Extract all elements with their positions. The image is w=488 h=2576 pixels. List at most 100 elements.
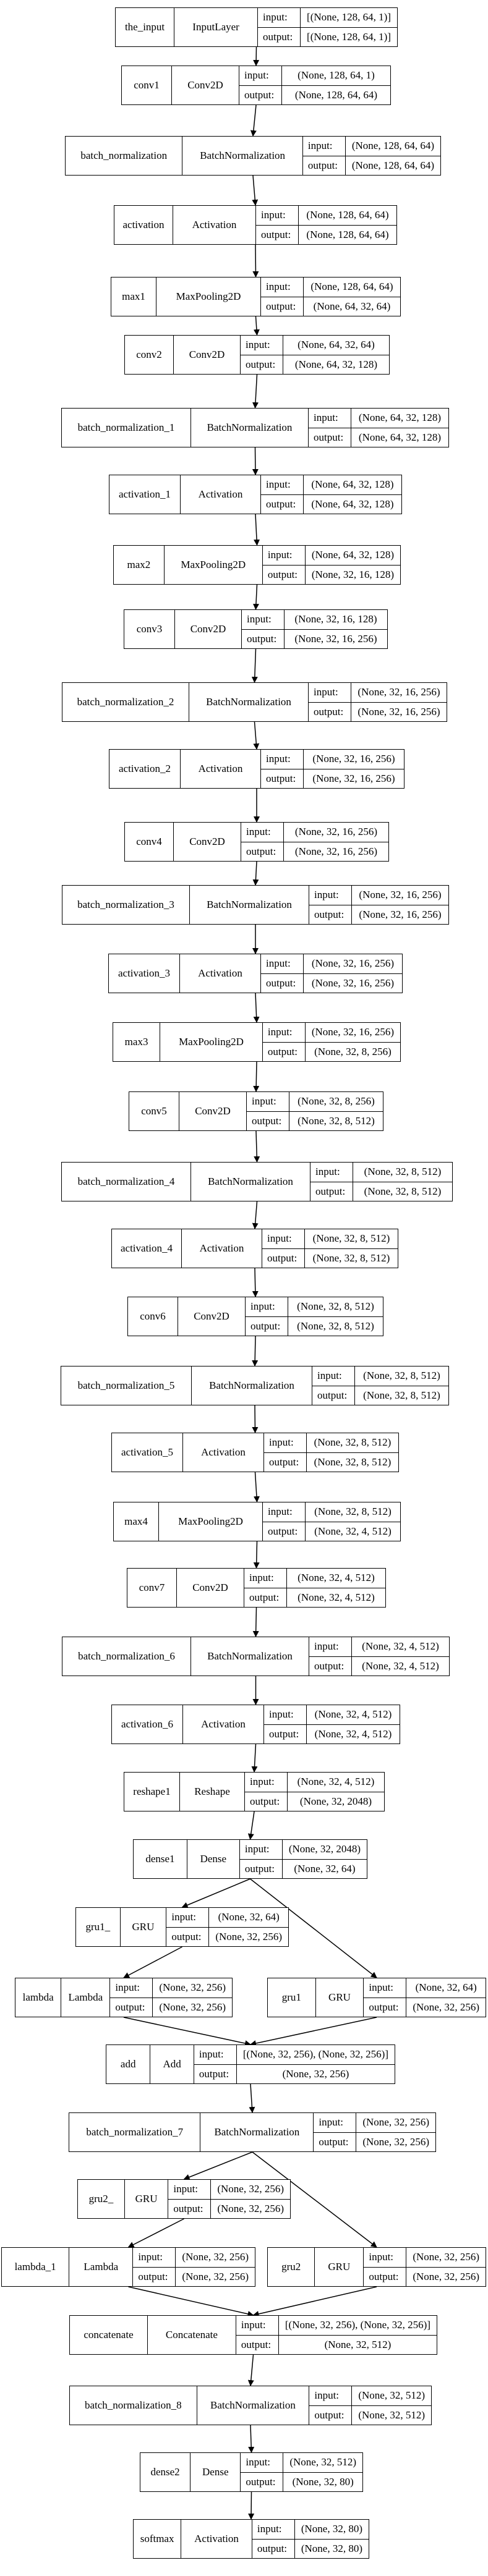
output-label: output: xyxy=(171,1930,202,1943)
output-row: output:(None, 32, 4, 512) xyxy=(264,1724,400,1743)
layer-type: Activation xyxy=(173,206,255,244)
io-table: input:[(None, 32, 256), (None, 32, 256)]… xyxy=(235,2316,437,2354)
input-row: input:(None, 32, 4, 512) xyxy=(244,1569,385,1588)
input-label: input: xyxy=(267,549,293,561)
input-row: input:(None, 128, 64, 64) xyxy=(256,206,396,225)
layer-name: conv7 xyxy=(139,1582,165,1593)
output-row: output:(None, 64, 32, 128) xyxy=(241,354,389,374)
input-row: input:(None, 32, 8, 512) xyxy=(246,1297,383,1316)
edge-arrow xyxy=(252,2286,377,2317)
layer-type: BatchNormalization xyxy=(189,683,308,721)
input-shape: (None, 64, 32, 128) xyxy=(351,409,448,428)
input-row: input:[(None, 128, 64, 1)] xyxy=(258,8,397,27)
layer-name: activation_1 xyxy=(118,488,171,500)
output-shape: (None, 32, 256) xyxy=(356,2132,435,2151)
io-table: input:(None, 32, 8, 512)output:(None, 32… xyxy=(310,1163,452,1201)
layer-type: Conv2D xyxy=(178,1297,245,1336)
input-label: input: xyxy=(250,1776,275,1788)
input-row: input:(None, 128, 64, 64) xyxy=(303,137,440,156)
io-table: input:(None, 32, 8, 512)output:(None, 32… xyxy=(262,1229,398,1268)
input-shape: (None, 32, 256) xyxy=(210,2180,290,2199)
output-row: output:(None, 32, 80) xyxy=(252,2538,369,2558)
output-label: output: xyxy=(319,2135,349,2148)
input-shape: (None, 32, 512) xyxy=(283,2453,362,2472)
input-label: input: xyxy=(314,412,338,424)
layer-name: activation_5 xyxy=(121,1446,174,1458)
output-row: output:(None, 32, 4, 512) xyxy=(244,1587,385,1607)
layer-type: Dense xyxy=(186,1840,239,1878)
input-label: input: xyxy=(307,140,333,152)
io-table: input:(None, 32, 16, 256)output:(None, 3… xyxy=(260,954,402,993)
edge-arrow xyxy=(252,1201,259,1229)
layer-type: BatchNormalization xyxy=(189,886,309,924)
layer-name: gru1 xyxy=(281,1991,301,2003)
output-shape: (None, 32, 4, 512) xyxy=(305,1522,400,1541)
input-label: input: xyxy=(246,826,271,838)
input-shape: (None, 32, 256) xyxy=(175,2248,255,2267)
output-label: output: xyxy=(257,2542,288,2554)
layer-name: max2 xyxy=(127,559,151,570)
io-table: input:(None, 32, 16, 256)output:(None, 3… xyxy=(308,683,447,721)
output-row: output:(None, 32, 8, 512) xyxy=(310,1181,452,1201)
input-label: input: xyxy=(263,11,288,23)
io-table: input:(None, 64, 32, 128)output:(None, 3… xyxy=(262,546,400,584)
edge-arrow xyxy=(253,1061,260,1092)
layer-name: the_input xyxy=(124,21,165,33)
edge-arrow xyxy=(252,244,259,278)
layer-type: Conv2D xyxy=(173,336,240,374)
input-shape: (None, 32, 8, 512) xyxy=(304,1229,398,1248)
output-shape: (None, 32, 256) xyxy=(236,2064,395,2083)
edge-arrow xyxy=(252,374,259,409)
io-table: input:(None, 32, 16, 256)output:(None, 3… xyxy=(260,750,404,788)
output-row: output:(None, 32, 8, 512) xyxy=(247,1111,383,1130)
input-row: input:(None, 32, 256) xyxy=(168,2180,290,2199)
input-shape: (None, 64, 32, 128) xyxy=(304,546,400,565)
layer-name: max1 xyxy=(122,290,145,302)
edge-arrow xyxy=(250,2017,377,2046)
io-table: input:(None, 32, 256)output:(None, 32, 2… xyxy=(313,2113,435,2151)
output-shape: (None, 32, 64) xyxy=(281,1859,367,1878)
io-table: input:(None, 32, 64)output:(None, 32, 25… xyxy=(363,1978,486,2017)
layer-name: lambda xyxy=(22,1991,54,2003)
input-row: input:(None, 32, 256) xyxy=(133,2248,255,2267)
output-label: output: xyxy=(252,1114,282,1127)
edge-arrow xyxy=(252,447,259,475)
edge-arrow xyxy=(252,584,259,610)
output-label: output: xyxy=(199,2067,229,2080)
layer-type: Conv2D xyxy=(171,66,239,104)
input-shape: (None, 32, 512) xyxy=(351,2386,431,2405)
io-table: input:(None, 128, 64, 64)output:(None, 1… xyxy=(302,137,440,175)
output-label: output: xyxy=(244,1862,275,1875)
io-table: input:(None, 32, 256)output:(None, 32, 2… xyxy=(109,1978,232,2017)
layer-type: Activation xyxy=(182,1433,263,1472)
output-label: output: xyxy=(269,1455,299,1468)
layer-name: concatenate xyxy=(83,2329,134,2341)
output-shape: (None, 32, 80) xyxy=(283,2472,362,2491)
output-shape: (None, 32, 256) xyxy=(208,1927,288,1946)
output-shape: (None, 64, 32, 64) xyxy=(303,297,400,316)
edge-arrow xyxy=(128,2286,254,2317)
input-row: input:(None, 32, 80) xyxy=(252,2520,369,2539)
output-shape: (None, 64, 32, 128) xyxy=(283,355,389,374)
input-row: input:(None, 32, 64) xyxy=(364,1978,486,1998)
input-label: input: xyxy=(369,2251,394,2263)
input-label: input: xyxy=(314,1640,339,1653)
output-row: output: (None, 32, 256) xyxy=(194,2064,395,2083)
output-row: output:(None, 32, 8, 512) xyxy=(312,1385,448,1405)
output-shape: (None, 32, 16, 128) xyxy=(304,565,400,584)
input-label: input: xyxy=(267,1232,292,1245)
output-row: output:(None, 64, 32, 128) xyxy=(261,494,401,514)
io-table: input:(None, 32, 8, 512)output:(None, 32… xyxy=(312,1366,448,1405)
input-label: input: xyxy=(266,478,291,491)
output-row: output:(None, 64, 32, 64) xyxy=(261,296,400,316)
